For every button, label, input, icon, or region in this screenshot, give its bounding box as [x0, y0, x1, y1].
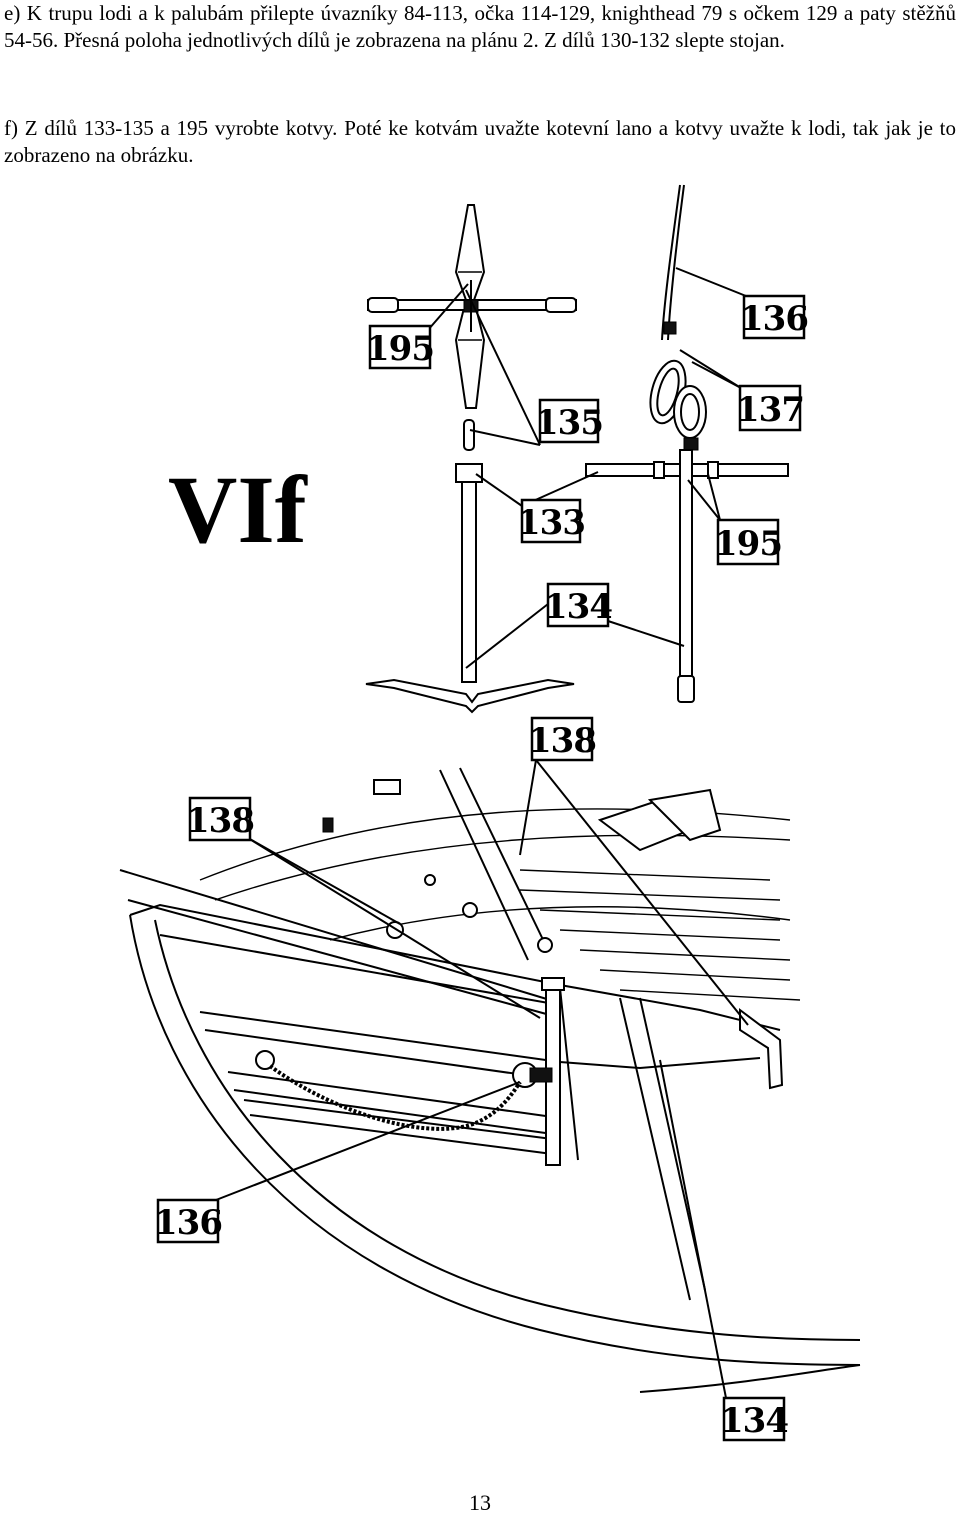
- svg-text:195: 195: [366, 329, 434, 369]
- svg-text:138: 138: [528, 721, 596, 761]
- page-number: 13: [469, 1490, 491, 1515]
- svg-text:136: 136: [154, 1203, 222, 1243]
- svg-text:136: 136: [740, 299, 808, 339]
- part-label-136-anchor: 136: [740, 294, 809, 340]
- part-label-138-left: 138: [186, 796, 255, 842]
- part-label-133: 133: [517, 498, 586, 544]
- leader-lines: [215, 267, 749, 1399]
- svg-text:137: 137: [736, 390, 804, 430]
- svg-text:133: 133: [517, 503, 585, 543]
- svg-text:138: 138: [186, 801, 254, 841]
- svg-text:195: 195: [714, 524, 782, 564]
- part-label-134-anchor: 134: [544, 582, 613, 628]
- ship-hull-drawing: [119, 767, 861, 1393]
- instruction-step-f: f) Z dílů 133-135 a 195 vyrobte kotvy. P…: [4, 116, 956, 167]
- anchor-side-view: [585, 184, 789, 703]
- part-label-134-hull: 134: [720, 1396, 789, 1442]
- svg-text:135: 135: [535, 403, 603, 443]
- part-label-137: 137: [736, 384, 805, 432]
- part-label-195-top: 195: [366, 324, 435, 370]
- part-label-138-top: 138: [528, 716, 597, 762]
- anchor-front-view: [365, 204, 577, 714]
- instruction-step-e: e) K trupu lodi a k palubám přilepte úva…: [4, 1, 956, 52]
- svg-text:134: 134: [544, 587, 612, 627]
- part-label-136-hull: 136: [154, 1198, 223, 1244]
- figure-title: VIf: [168, 456, 308, 563]
- part-label-195-side: 195: [714, 518, 783, 566]
- part-label-135: 135: [535, 398, 604, 444]
- svg-text:134: 134: [720, 1401, 788, 1441]
